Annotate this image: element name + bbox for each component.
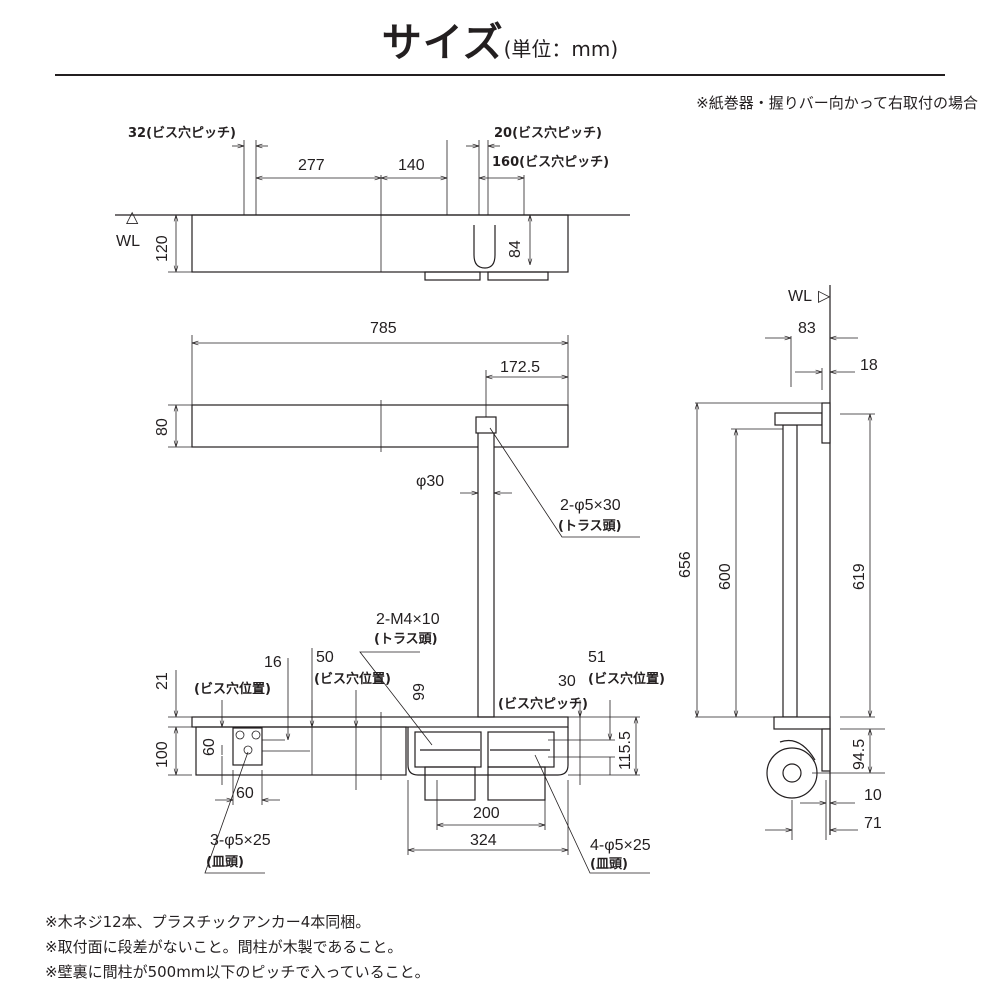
label-100: 100: [154, 741, 171, 768]
title-main: サイズ: [381, 20, 504, 66]
notes: ※木ネジ12本、プラスチックアンカー4本同梱。 ※取付面に段差がないこと。間柱が…: [45, 910, 430, 985]
label-phi30: φ30: [416, 473, 444, 490]
label-115-5: 115.5: [617, 731, 634, 770]
label-200: 200: [473, 805, 500, 822]
label-wl-top: WL: [116, 233, 140, 250]
label-screw-m4: 2-M4×10: [376, 611, 440, 628]
label-screw-left: 3-φ5×25: [210, 832, 271, 849]
label-277: 277: [298, 157, 325, 174]
label-pitch-right: (ビス穴ピッチ): [498, 696, 588, 712]
label-pos-left: (ビス穴位置): [194, 681, 271, 697]
note-item: ※取付面に段差がないこと。間柱が木製であること。: [45, 938, 403, 956]
label-18: 18: [860, 357, 878, 374]
label-30: 30: [558, 673, 576, 690]
top-view: 32(ビス穴ピッチ) 20(ビス穴ピッチ) 160(ビス穴ピッチ) 277 14…: [115, 125, 630, 281]
mounting-note: ※紙巻器・握りバー向かって右取付の場合: [696, 94, 978, 112]
label-140: 140: [398, 157, 425, 174]
wl-marker-icon: ▷: [818, 288, 831, 305]
label-66: 66: [409, 683, 426, 701]
label-screw-right-head: (皿頭): [590, 857, 628, 872]
label-83: 83: [798, 320, 816, 337]
label-120: 120: [154, 235, 171, 262]
label-656: 656: [677, 551, 694, 578]
label-172-5: 172.5: [500, 359, 540, 376]
label-pitch-20: 20(ビス穴ピッチ): [494, 125, 602, 141]
note-item: ※木ネジ12本、プラスチックアンカー4本同梱。: [45, 913, 371, 931]
page-title: サイズ(単位：mm): [0, 10, 1000, 68]
label-619: 619: [851, 563, 868, 590]
label-screw-m4-head: (トラス頭): [374, 632, 438, 647]
title-rule: [55, 74, 945, 76]
label-pos-mid: (ビス穴位置): [314, 671, 391, 687]
wl-marker-icon: △: [126, 209, 139, 226]
label-84: 84: [507, 240, 524, 258]
front-view: φ30 2-φ5×30 (トラス頭) 785 172.5 80 16 5: [154, 320, 665, 874]
note-item: ※壁裏に間柱が500mm以下のピッチで入っていること。: [45, 963, 430, 981]
label-60-horizontal: 60: [236, 785, 254, 802]
title-unit: (単位：mm): [503, 37, 619, 61]
label-21: 21: [154, 672, 171, 690]
label-10: 10: [864, 787, 882, 804]
label-785: 785: [370, 320, 397, 337]
label-71: 71: [864, 815, 882, 832]
label-screw-top: 2-φ5×30: [560, 497, 621, 514]
label-wl-side: WL: [788, 288, 812, 305]
label-60-vertical: 60: [201, 738, 218, 756]
label-80: 80: [154, 418, 171, 436]
label-screw-top-head: (トラス頭): [558, 519, 622, 534]
label-94-5: 94.5: [851, 739, 868, 770]
label-324: 324: [470, 832, 497, 849]
label-16: 16: [264, 654, 282, 671]
label-50: 50: [316, 649, 334, 666]
label-screw-right: 4-φ5×25: [590, 837, 651, 854]
label-pitch-32: 32(ビス穴ピッチ): [128, 125, 236, 141]
label-screw-left-head: (皿頭): [206, 855, 244, 870]
side-view: WL ▷ 83 18 656 600 619 94.5 10 71: [677, 285, 885, 840]
label-600: 600: [717, 563, 734, 590]
label-pos-right: (ビス穴位置): [588, 671, 665, 687]
label-pitch-160: 160(ビス穴ピッチ): [492, 154, 609, 170]
label-51: 51: [588, 649, 606, 666]
